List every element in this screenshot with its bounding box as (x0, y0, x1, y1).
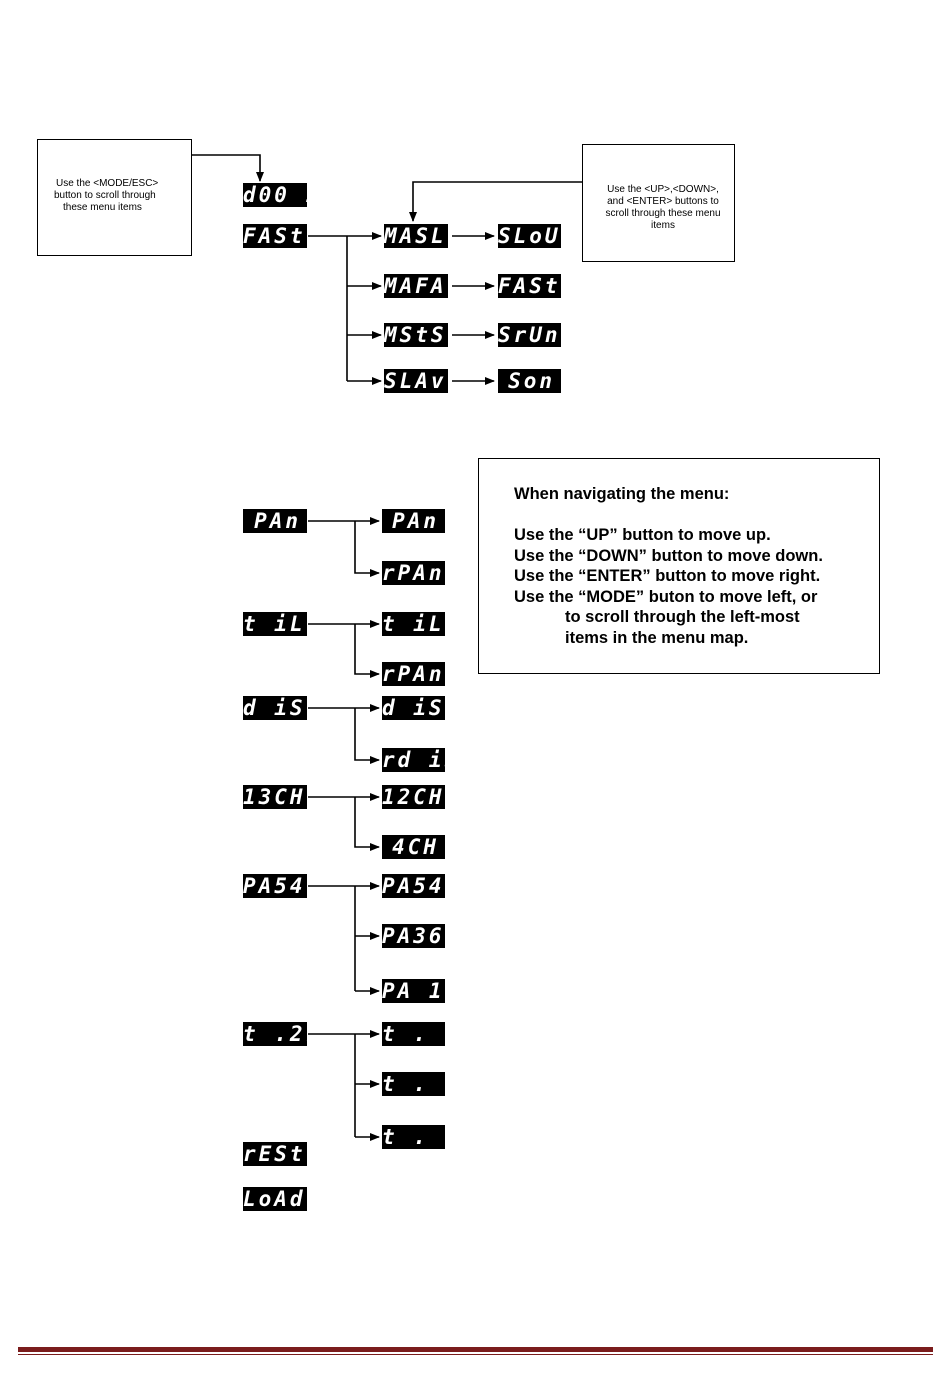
display-mafa: MAFA (384, 274, 448, 298)
navigation-help-line: items in the menu map. (565, 628, 749, 647)
display-msts: MStS (384, 323, 448, 347)
display-d001: d00 1 (243, 183, 307, 207)
dis-branch-down (354, 708, 380, 764)
footer-rule (18, 1347, 933, 1352)
navigation-help-line: Use the “UP” button to move up. (514, 526, 771, 544)
display-pa36: PA36 (382, 924, 445, 948)
up-down-note: Use the <UP>,<DOWN>, and <ENTER> buttons… (582, 144, 735, 262)
display-til-main: t iL (243, 612, 307, 636)
display-pa54-main: PA54 (243, 874, 307, 898)
til-branch-down (354, 624, 380, 678)
up-down-note-line: items (651, 220, 675, 231)
display-reset: rESt (243, 1142, 307, 1166)
display-fast-sub: FASt (498, 274, 561, 298)
display-13ch: 13CH (243, 785, 307, 809)
navigation-help-line: Use the “MODE” buton to move left, or (514, 587, 818, 606)
display-slav: SLAv (384, 369, 448, 393)
display-rpan: rPAn (382, 662, 445, 686)
footer-rule-thin (18, 1354, 933, 1355)
display-t18: t . 18 (382, 1072, 445, 1096)
display-pa18: PA 18 (382, 979, 445, 1003)
display-pan-main: PAn (243, 509, 307, 533)
display-t18: t . 18 (382, 1022, 445, 1046)
mode-esc-note-line: button to scroll through (54, 190, 156, 201)
pan-branch-down (354, 521, 380, 577)
display-srun: SrUn (498, 323, 561, 347)
ch-branch-down (354, 797, 380, 851)
display-fast-main: FASt (243, 224, 307, 248)
up-down-callout-arrow (409, 181, 582, 222)
display-t9: t . 9 (382, 1125, 445, 1149)
display-4ch: 4CH (382, 835, 445, 859)
display-son: Son (498, 369, 561, 393)
navigation-help-title: When navigating the menu: (514, 485, 730, 503)
navigation-help-line: Use the “ENTER” button to move right. (514, 567, 821, 585)
navigation-help-line: Use the “DOWN” button to move down. (514, 546, 823, 565)
display-12ch: 12CH (382, 785, 445, 809)
display-masl: MASL (384, 224, 448, 248)
display-t27: t .27 (243, 1022, 307, 1046)
display-dis-main: d iS (243, 696, 307, 720)
up-down-note-line: scroll through these menu (605, 208, 721, 219)
up-down-note-line: and <ENTER> buttons to (607, 196, 719, 207)
display-pan-sub: PAn (382, 509, 445, 533)
display-rpan: rPAn (382, 561, 445, 585)
mode-esc-callout-arrow (192, 154, 264, 182)
up-down-note-line: Use the <UP>,<DOWN>, (607, 184, 719, 195)
mode-esc-note-line: Use the <MODE/ESC> (56, 178, 159, 189)
navigation-help-line: to scroll through the left-most (565, 608, 800, 626)
display-slow: SLoU (498, 224, 561, 248)
display-load: LoAd (243, 1187, 307, 1211)
display-dis-sub: d iS (382, 696, 445, 720)
navigation-help-note: When navigating the menu: Use the “UP” b… (478, 458, 880, 674)
display-rdis: rd iS (382, 748, 445, 772)
display-pa54-sub: PA54 (382, 874, 445, 898)
mode-esc-note: Use the <MODE/ESC> button to scroll thro… (37, 139, 192, 256)
display-til-sub: t iL (382, 612, 445, 636)
mode-esc-note-line: these menu items (63, 202, 142, 213)
